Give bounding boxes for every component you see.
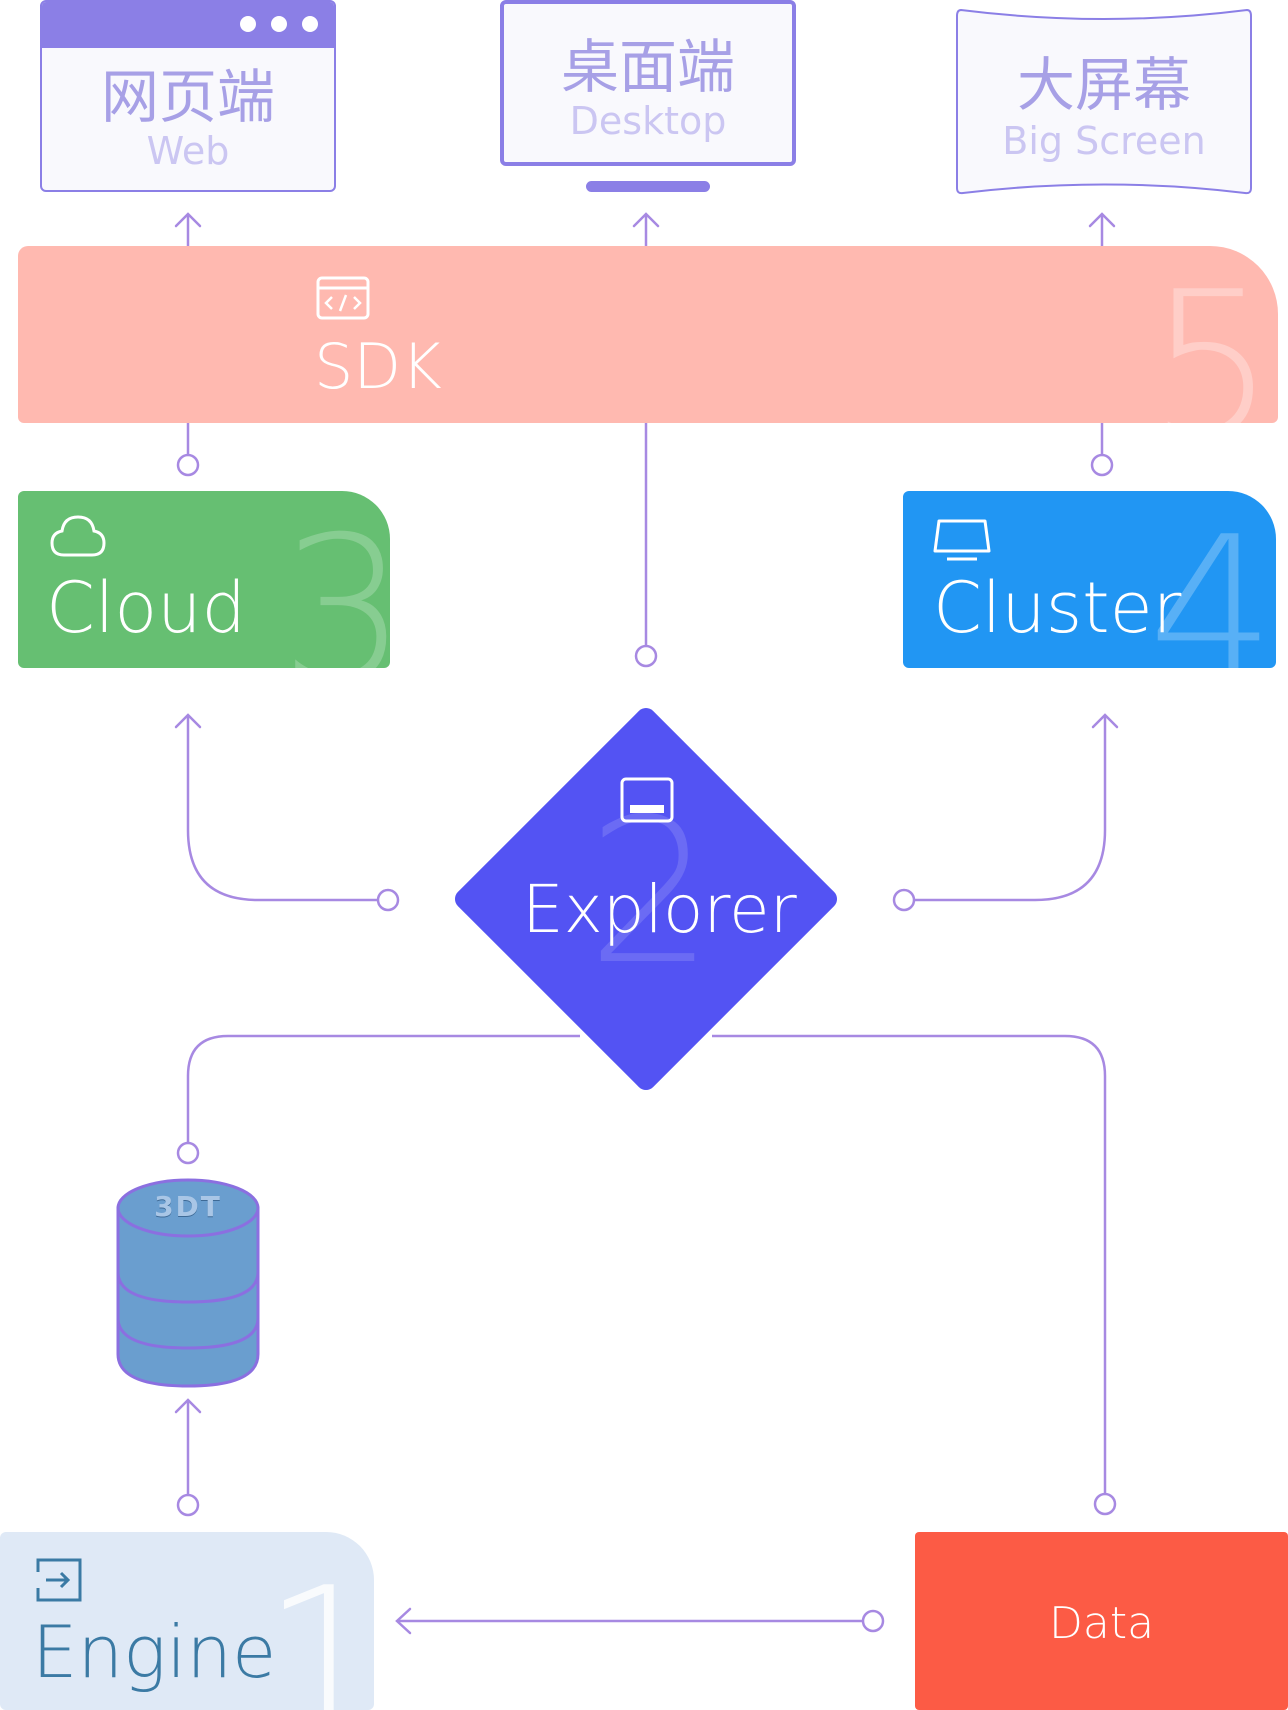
- desktop-label-cn: 桌面端: [560, 33, 735, 101]
- cloud-card: Cloud 3: [18, 491, 390, 668]
- explorer-label: Explorer: [522, 871, 797, 948]
- monitor-icon: [933, 519, 991, 561]
- arrowhead: [174, 212, 202, 228]
- engine-number: 1: [262, 1545, 374, 1710]
- database-icon: [116, 1178, 260, 1388]
- cloud-icon: [50, 515, 106, 557]
- endpoint-dot: [1093, 1492, 1117, 1516]
- arrowhead: [1088, 212, 1116, 228]
- browser-dot: [302, 16, 318, 32]
- cloud-number: 3: [280, 494, 390, 669]
- web-device: 网页端 Web: [40, 0, 336, 192]
- endpoint-dot: [176, 1141, 200, 1165]
- browser-dot: [271, 16, 287, 32]
- browser-titlebar: [42, 2, 334, 48]
- sdk-bar: SDK 5: [18, 246, 1278, 423]
- bigscreen-frame: [956, 8, 1252, 195]
- bigscreen-device: 大屏幕 Big Screen: [955, 6, 1253, 198]
- browser-dot: [240, 16, 256, 32]
- connector-explorer-to-cloud: [186, 716, 378, 902]
- code-window-icon: [316, 276, 370, 320]
- sdk-label: SDK: [314, 330, 442, 403]
- enter-icon: [36, 1558, 82, 1602]
- endpoint-dot: [892, 888, 916, 912]
- arrowhead: [174, 713, 202, 729]
- arrowhead: [395, 1607, 412, 1635]
- web-label-cn: 网页端: [100, 63, 275, 131]
- cloud-label: Cloud: [46, 567, 246, 649]
- cluster-card: Cluster 4: [903, 491, 1276, 668]
- endpoint-dot: [376, 888, 400, 912]
- web-label-en: Web: [146, 129, 230, 173]
- desktop-label-en: Desktop: [569, 99, 727, 143]
- bigscreen-label-en: Big Screen: [1002, 119, 1206, 163]
- endpoint-dot: [176, 1493, 200, 1517]
- desktop-device: 桌面端 Desktop: [500, 0, 796, 166]
- data-card: Data: [915, 1532, 1288, 1710]
- sdk-number: 5: [1148, 249, 1276, 424]
- monitor-stand: [586, 181, 710, 192]
- endpoint-dot: [634, 644, 658, 668]
- explorer-diamond: 2 Explorer: [450, 703, 842, 1095]
- arrowhead: [1091, 713, 1119, 729]
- endpoint-dot: [176, 453, 200, 477]
- engine-label: Engine: [32, 1610, 277, 1694]
- database-label: 3DT: [154, 1190, 222, 1223]
- window-icon: [620, 777, 674, 823]
- connector-explorer-to-data: [712, 1034, 1107, 1494]
- engine-card: Engine 1: [0, 1532, 374, 1710]
- endpoint-dot: [861, 1609, 885, 1633]
- connector-explorer-to-cluster: [914, 716, 1107, 902]
- arrowhead: [174, 1398, 202, 1414]
- connector-explorer-to-database: [186, 1034, 580, 1142]
- data-label: Data: [1048, 1598, 1155, 1649]
- bigscreen-label-cn: 大屏幕: [1016, 51, 1191, 119]
- cluster-label: Cluster: [933, 567, 1182, 649]
- endpoint-dot: [1090, 453, 1114, 477]
- arrowhead: [632, 212, 660, 228]
